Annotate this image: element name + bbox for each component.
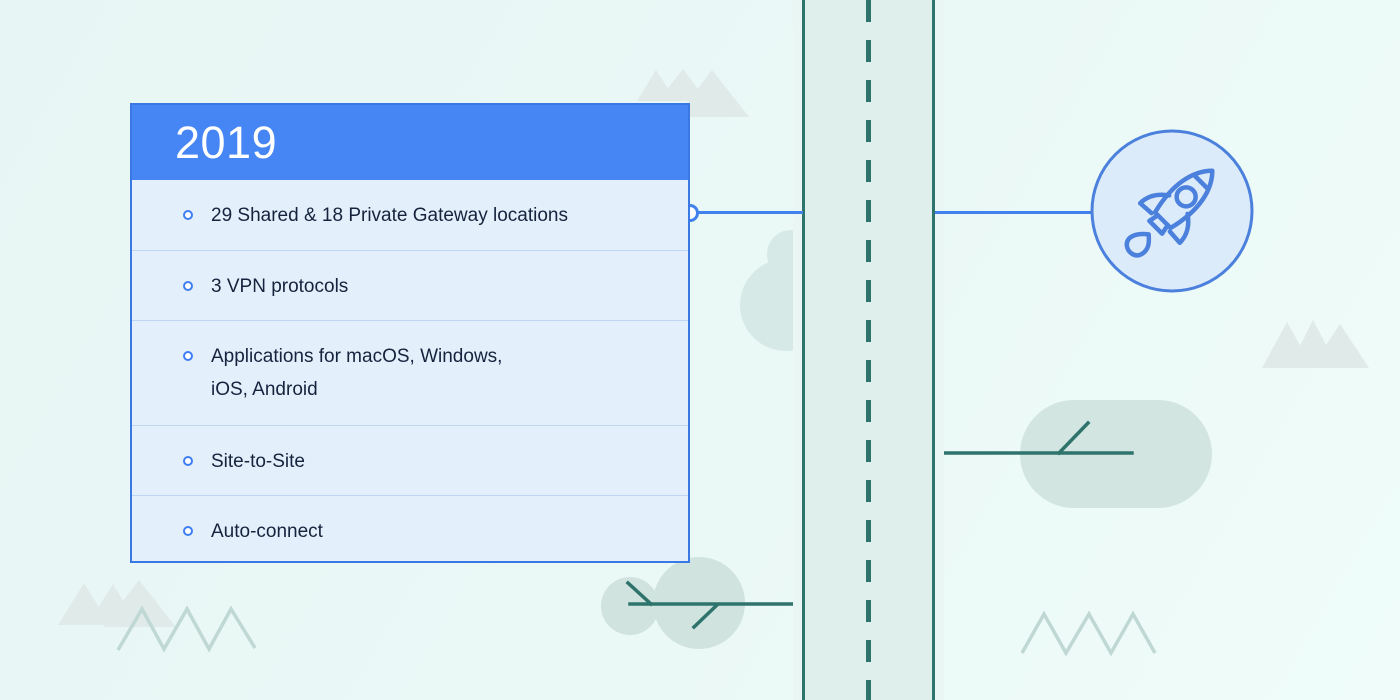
year-label: 2019 [175,116,278,168]
feature-item-label: 3 VPN protocols [211,276,349,297]
branch-right-icon [934,420,1134,456]
zigzag-bottom-left-icon [116,605,257,653]
connector-line-right [935,211,1091,214]
bullet-icon [183,526,193,536]
feature-item: Auto-connect [132,495,688,561]
bullet-icon [183,351,193,361]
feature-item: 3 VPN protocols [132,250,688,320]
zigzag-bottom-right-icon [1020,610,1157,657]
road-center-dashes [866,0,871,700]
feature-item: Applications for macOS, Windows, iOS, An… [132,320,688,425]
branch-bottom-icon [625,580,806,630]
rocket-icon [1124,168,1215,258]
year-card-header: 2019 [132,105,688,180]
timeline-road [802,0,935,700]
bullet-icon [183,281,193,291]
feature-list: 29 Shared & 18 Private Gateway locations… [132,180,688,561]
feature-item: Site-to-Site [132,425,688,495]
mountains-top-icon [637,69,749,117]
feature-item-label: Auto-connect [211,521,323,542]
milestone-circle [1090,129,1254,293]
feature-item-label: Site-to-Site [211,451,305,472]
connector-line-left [690,211,803,214]
bullet-icon [183,210,193,220]
feature-item-label: 29 Shared & 18 Private Gateway locations [211,205,568,226]
bullet-icon [183,456,193,466]
feature-item: 29 Shared & 18 Private Gateway locations [132,180,688,250]
year-card: 2019 29 Shared & 18 Private Gateway loca… [130,103,690,563]
feature-item-label: Applications for macOS, Windows, iOS, An… [211,346,503,400]
mountains-bottom-left-icon [58,580,176,627]
mountains-right-icon [1262,320,1369,368]
